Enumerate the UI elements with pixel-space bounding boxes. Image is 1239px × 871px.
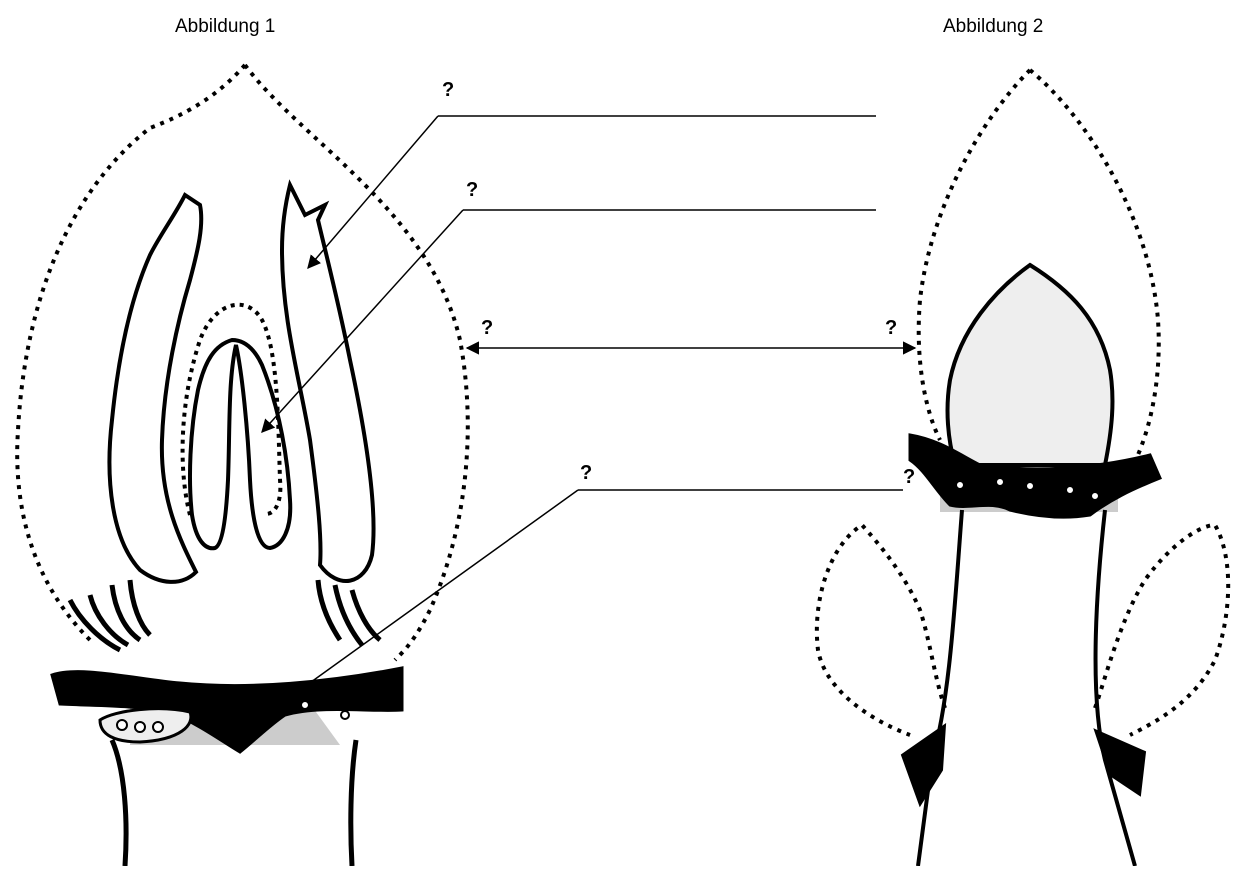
fig1-stem-right <box>351 740 356 866</box>
fig1-basal-lobes-left <box>70 580 150 650</box>
fig1-node-band <box>52 668 402 752</box>
figure-1-title: Abbildung 1 <box>175 16 275 38</box>
fig2-bud <box>948 265 1113 465</box>
question-mark-lower-right: ? <box>903 467 915 487</box>
fig2-left-small-leaf <box>817 525 945 735</box>
fig2-right-wedge <box>1095 730 1145 795</box>
fig1-stem-left <box>112 740 126 866</box>
figure-2-drawing <box>817 70 1228 866</box>
question-mark-second: ? <box>466 180 478 200</box>
fig1-basal-lobes-right <box>318 580 380 645</box>
fig2-right-small-leaf <box>1095 525 1228 735</box>
question-mark-right-mid: ? <box>885 318 897 338</box>
figure-2-title: Abbildung 2 <box>943 16 1043 38</box>
figure-1-drawing <box>17 65 468 866</box>
question-mark-lower-left: ? <box>580 463 592 483</box>
question-mark-top: ? <box>442 80 454 100</box>
question-mark-left-mid: ? <box>481 318 493 338</box>
fig2-left-wedge <box>902 725 945 805</box>
